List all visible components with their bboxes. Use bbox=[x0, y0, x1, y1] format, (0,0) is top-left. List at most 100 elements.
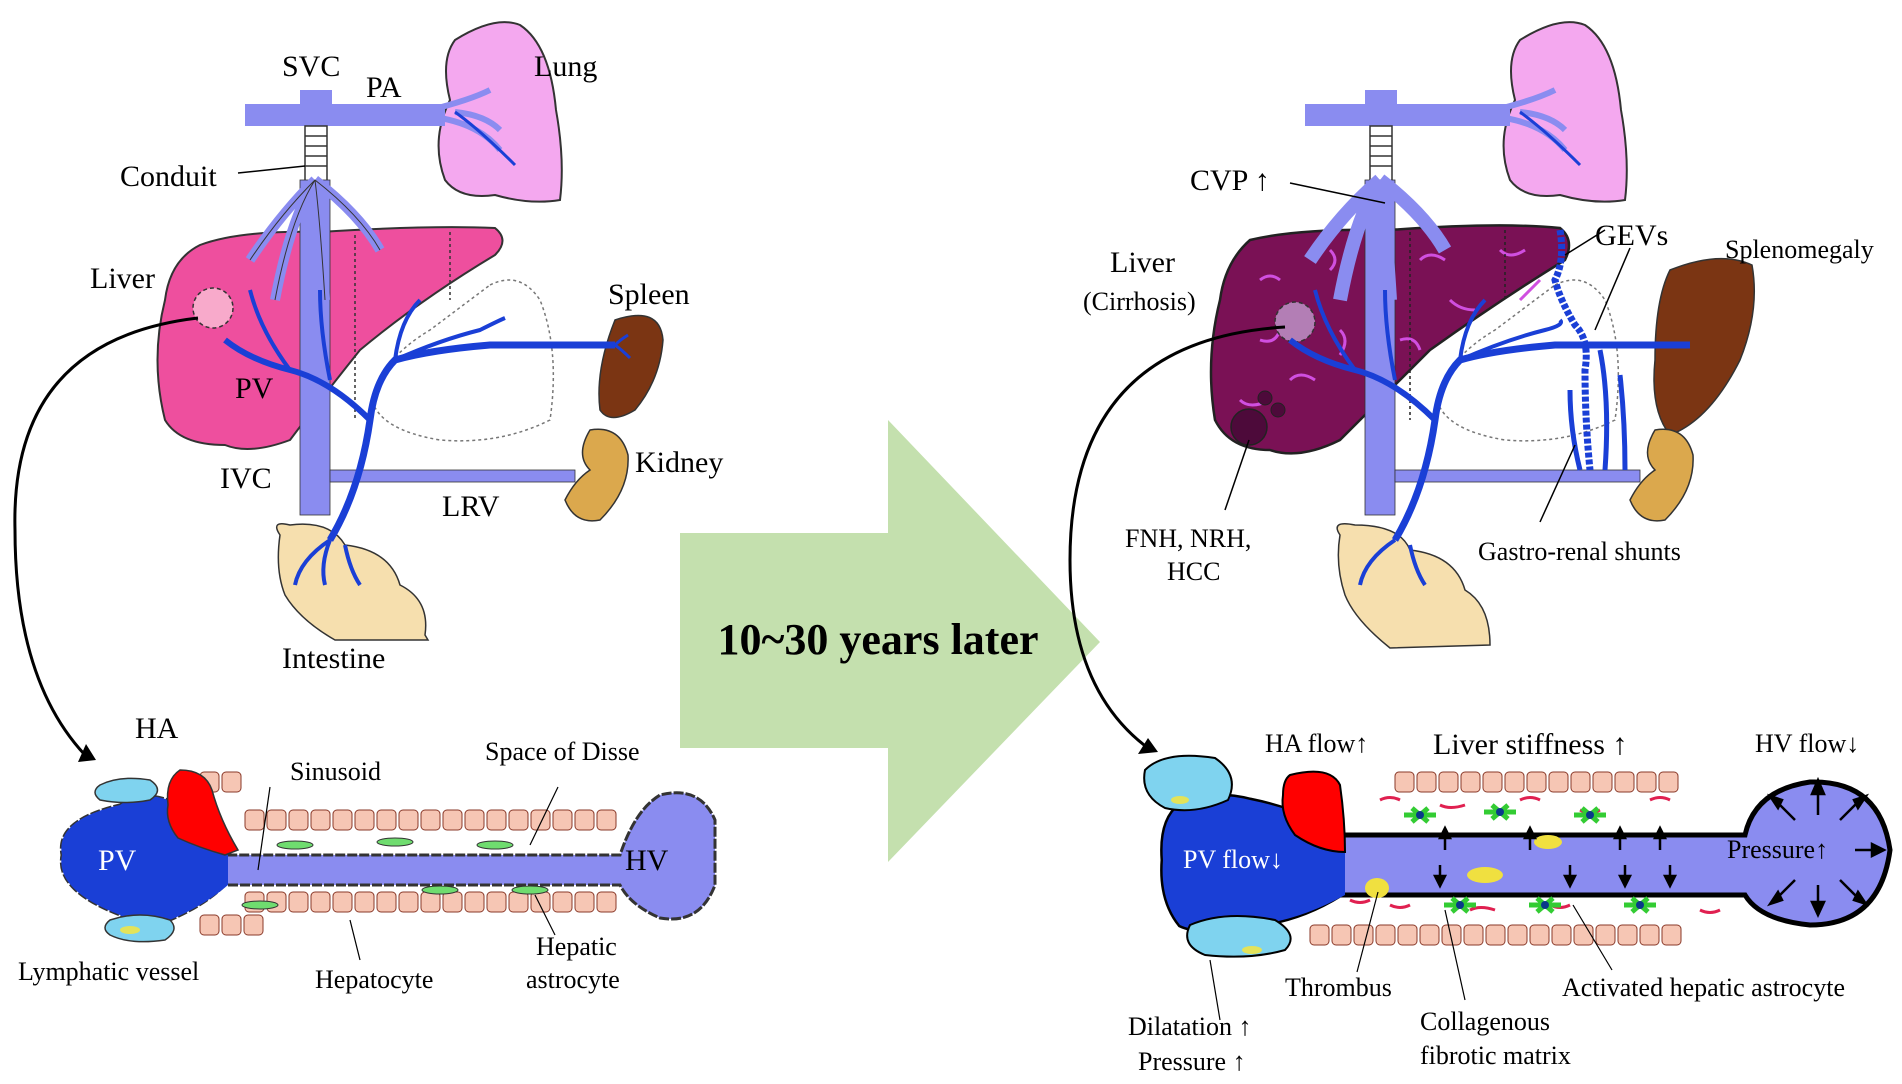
kidney-left bbox=[564, 428, 629, 522]
left-sinusoid: HA Sinusoid Space of Disse PV HV Lymphat… bbox=[18, 712, 717, 994]
hepatocyte-cell bbox=[244, 809, 265, 831]
sinusoid-hv-label: HV bbox=[625, 844, 669, 877]
spleen-label: Spleen bbox=[608, 278, 690, 311]
hepatocyte-cell bbox=[596, 809, 617, 831]
hepatocyte-cell bbox=[420, 891, 441, 913]
hepatocyte-cell bbox=[486, 809, 507, 831]
astrocytes-left bbox=[241, 837, 549, 910]
hepatocyte-cell bbox=[354, 891, 375, 913]
hv-flow-label: HV flow↓ bbox=[1755, 729, 1859, 758]
hepatocyte-row-bottom-right bbox=[1309, 924, 1682, 946]
hepatocyte-cell bbox=[1375, 924, 1396, 946]
activated-astrocyte-label: Activated hepatic astrocyte bbox=[1562, 973, 1845, 1002]
lymph-pressure-label: Pressure ↑ bbox=[1138, 1047, 1246, 1076]
hepatocyte-cell bbox=[288, 809, 309, 831]
portal-vein-right bbox=[1288, 229, 1690, 587]
activated-astrocyte-cell bbox=[1404, 806, 1436, 824]
hepatocyte-cell bbox=[1438, 771, 1459, 793]
hepatocyte-cell bbox=[288, 891, 309, 913]
intestine-right bbox=[1336, 523, 1491, 649]
hepatocyte-cell bbox=[508, 809, 529, 831]
hepatocyte-cell bbox=[398, 809, 419, 831]
space-of-disse-label: Space of Disse bbox=[485, 737, 640, 766]
hepatocyte-cell bbox=[1507, 924, 1528, 946]
lung-left bbox=[437, 21, 563, 203]
activated-astrocyte-cell bbox=[1444, 896, 1476, 914]
svc-label: SVC bbox=[282, 50, 340, 83]
hepatocyte-row-top-right bbox=[1394, 771, 1679, 793]
lrv-label: LRV bbox=[442, 490, 500, 523]
hepatocyte-cell bbox=[1573, 924, 1594, 946]
time-progression-label: 10~30 years later bbox=[718, 615, 1039, 664]
hepatocyte-cell bbox=[1614, 771, 1635, 793]
pv-label: PV bbox=[235, 372, 274, 405]
liver-stiffness-label: Liver stiffness ↑ bbox=[1433, 728, 1627, 761]
hepatocyte-cell bbox=[1394, 771, 1415, 793]
hepatocyte-cell bbox=[1504, 771, 1525, 793]
hepatocyte-cell bbox=[596, 891, 617, 913]
hepatocyte-row-top bbox=[199, 771, 617, 831]
hepatocyte-cell bbox=[574, 809, 595, 831]
ivc-label: IVC bbox=[220, 462, 272, 495]
hepatocyte-cell bbox=[1639, 924, 1660, 946]
activated-astrocytes bbox=[1404, 803, 1656, 914]
astrocyte-nucleus bbox=[1456, 901, 1464, 909]
lymphatic-vessel-label: Lymphatic vessel bbox=[18, 957, 199, 986]
hepatocyte-cell bbox=[1548, 771, 1569, 793]
sinusoid-pv-label: PV bbox=[98, 844, 137, 877]
hepatocyte-cell bbox=[199, 914, 220, 936]
hepatic-astrocyte-label-1: Hepatic bbox=[536, 932, 617, 961]
spleen-left bbox=[598, 314, 664, 419]
intestine-label: Intestine bbox=[282, 642, 385, 675]
hepatocyte-cell bbox=[354, 809, 375, 831]
hepatocyte-cell bbox=[1570, 771, 1591, 793]
astrocyte-nucleus bbox=[1636, 901, 1644, 909]
hepatocyte-cell bbox=[486, 891, 507, 913]
hepatocyte-cell bbox=[310, 809, 331, 831]
hepatocyte-cell bbox=[243, 914, 264, 936]
hepatocyte-cell bbox=[530, 891, 551, 913]
hepatocyte-cell bbox=[552, 809, 573, 831]
portal-vein-left bbox=[223, 289, 632, 587]
activated-astrocyte-cell bbox=[1529, 896, 1561, 914]
conduit-label: Conduit bbox=[120, 160, 217, 193]
thrombus-label: Thrombus bbox=[1285, 973, 1392, 1002]
cvp-label: CVP ↑ bbox=[1190, 164, 1270, 197]
hepatocyte-cell bbox=[376, 891, 397, 913]
hepatocyte-cell bbox=[398, 891, 419, 913]
hepatocyte-cell bbox=[1485, 924, 1506, 946]
time-progression-arrow: 10~30 years later bbox=[680, 420, 1100, 862]
cirrhosis-liver-label-2: (Cirrhosis) bbox=[1083, 287, 1196, 316]
hepatocyte-cell bbox=[1419, 924, 1440, 946]
collagen-label-2: fibrotic matrix bbox=[1420, 1041, 1571, 1070]
sinusoid-label: Sinusoid bbox=[290, 757, 381, 786]
hepatocyte-cell bbox=[420, 809, 441, 831]
splenomegaly-label: Splenomegaly bbox=[1725, 235, 1874, 264]
lesions-label-1: FNH, NRH, bbox=[1125, 524, 1251, 553]
hepatocyte-cell bbox=[266, 809, 287, 831]
hepatocyte-cell bbox=[1309, 924, 1330, 946]
liver-label: Liver bbox=[90, 262, 155, 295]
hepatocyte-cell bbox=[332, 891, 353, 913]
cirrhosis-liver-label-1: Liver bbox=[1110, 246, 1175, 279]
pa-label: PA bbox=[366, 71, 402, 104]
activated-astrocyte-cell bbox=[1574, 806, 1606, 824]
hepatocyte-row-bottom bbox=[199, 891, 617, 936]
dilatation-label: Dilatation ↑ bbox=[1128, 1012, 1251, 1041]
hepatocyte-cell bbox=[552, 891, 573, 913]
hepatocyte-cell bbox=[376, 809, 397, 831]
pressure-arrows bbox=[1432, 776, 1887, 918]
lung-right bbox=[1502, 21, 1628, 203]
hepatocyte-cell bbox=[464, 809, 485, 831]
hepatocyte-cell bbox=[1353, 924, 1374, 946]
hepatocyte-cell bbox=[1463, 924, 1484, 946]
hepatocyte-cell bbox=[332, 809, 353, 831]
hepatic-astrocyte-label-2: astrocyte bbox=[526, 965, 620, 994]
hepatocyte-cell bbox=[1416, 771, 1437, 793]
kidney-label: Kidney bbox=[635, 446, 723, 479]
hepatocyte-cell bbox=[1460, 771, 1481, 793]
hepatocyte-cell bbox=[1617, 924, 1638, 946]
lesions-label-2: HCC bbox=[1167, 557, 1220, 586]
